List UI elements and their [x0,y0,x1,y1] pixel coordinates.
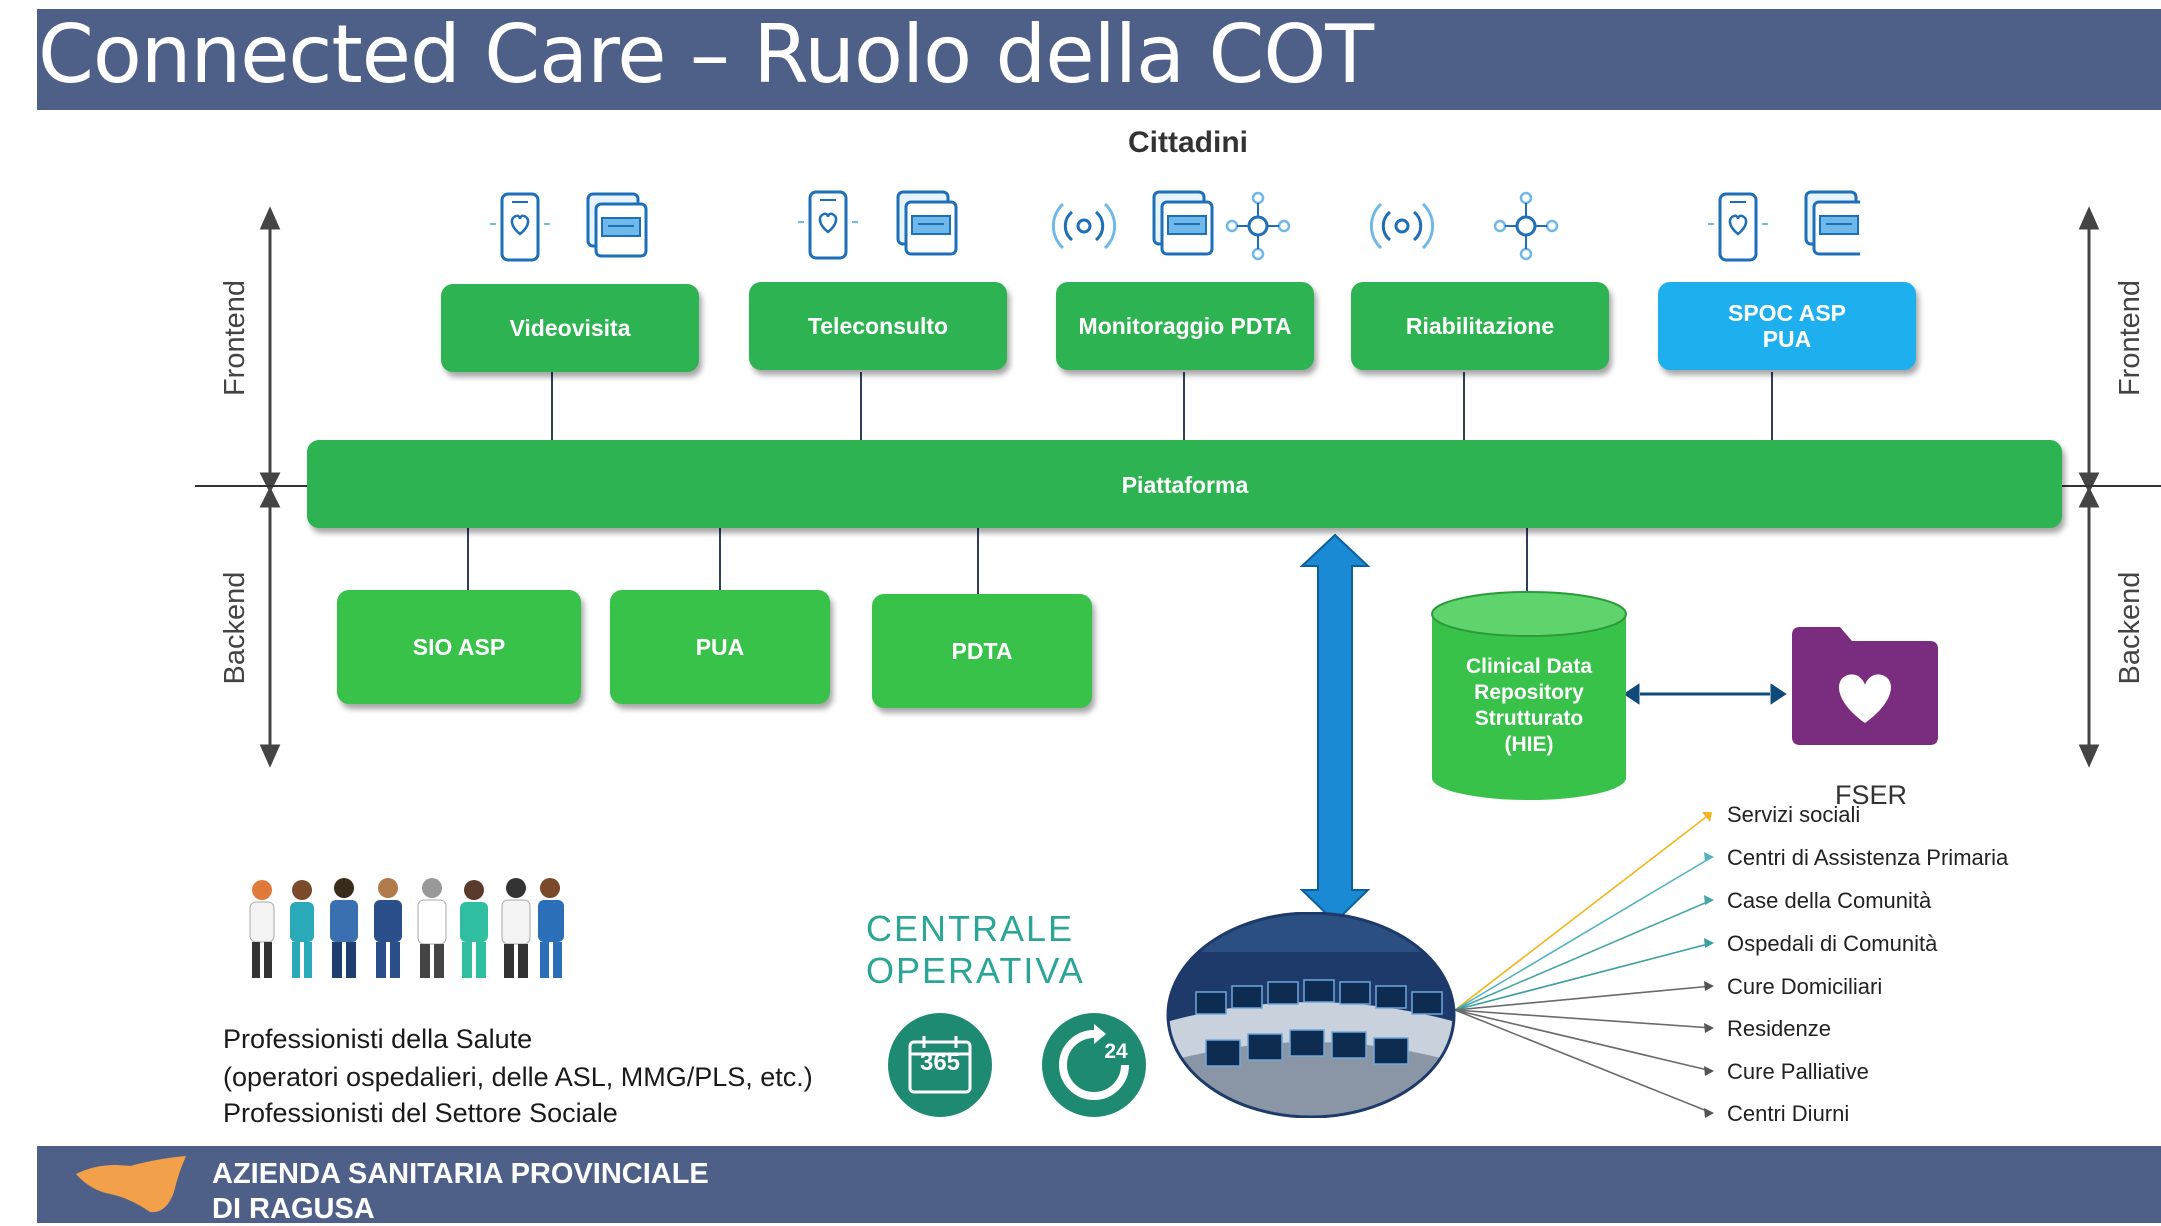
professionals-line-3: Professionisti del Settore Sociale [223,1098,618,1128]
service-monitoraggio-pdta: Monitoraggio PDTA [1056,282,1314,370]
service-list-item: Case della Comunità [1727,888,1932,913]
centrale-operativa-label: CENTRALE OPERATIVA [866,908,1085,991]
calendar-365-icon [888,1013,992,1117]
backend-pua: PUA [610,590,830,704]
channel-icons [488,190,1860,262]
clock-24h-icon [1042,1013,1146,1117]
service-list-item: Ospedali di Comunità [1727,931,1938,956]
service-list-item: Cure Palliative [1727,1059,1869,1084]
service-videovisita: Videovisita [441,284,699,372]
professionals-line-2: (operatori ospedalieri, delle ASL, MMG/P… [223,1062,813,1092]
monitoraggio-icons [1051,190,1291,261]
fan-lines [1454,812,1714,1118]
sicily-logo-icon [76,1156,186,1213]
fser-label: FSER [1834,780,1907,810]
badge-365-label: 365 [919,1049,961,1076]
backend-sio-asp: SIO ASP [337,590,581,704]
fser-folder-icon [1792,627,1938,745]
riabilitazione-icons [1369,191,1559,261]
backend-label-right: Backend [2114,571,2146,685]
backend-label-left: Backend [219,571,251,685]
service-list-item: Cure Domiciliari [1727,974,1883,999]
service-riabilitazione: Riabilitazione [1351,282,1609,370]
service-list-item: Centri di Assistenza Primaria [1727,845,2009,870]
frontend-label-right: Frontend [2114,279,2146,397]
footer-bar [37,1146,2161,1223]
badge-24-label: 24 [1104,1040,1128,1063]
teleconsulto-icons [796,190,958,260]
cdr-label: Clinical Data Repository Strutturato (HI… [1465,655,1593,756]
cittadini-label: Cittadini [1128,126,1248,159]
professionals-line-1: Professionisti della Salute [223,1024,533,1054]
service-teleconsulto: Teleconsulto [749,282,1007,370]
service-list-item: Residenze [1727,1016,1831,1041]
title-bar [37,9,2161,110]
service-list-item: Centri Diurni [1727,1101,1850,1126]
frontend-label-left: Frontend [219,279,251,397]
footer-line-2: DI RAGUSA [212,1193,375,1225]
centrale-badges [888,1013,1146,1117]
cdr-cylinder [1431,591,1627,800]
health-professionals-illustration [249,878,564,978]
control-room-image [1166,912,1456,1118]
service-list-item: Servizi sociali [1727,802,1861,827]
page-title: Connected Care – Ruolo della COT [38,8,1374,101]
service-spoc-asp-pua: SPOC ASP PUA [1658,282,1916,370]
footer-line-1: AZIENDA SANITARIA PROVINCIALE [212,1158,709,1190]
spoc-icons [1706,190,1860,262]
backend-pdta: PDTA [872,594,1092,708]
platform-centrale-arrow [1299,533,1371,924]
videovisita-icons [488,192,648,262]
platform-label: Piattaforma [1100,470,1270,500]
